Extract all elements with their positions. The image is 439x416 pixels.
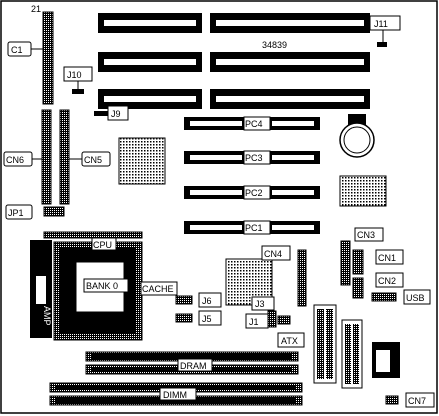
svg-text:J11: J11 (374, 19, 388, 29)
pci-slot-pc3: PC3 (184, 150, 320, 165)
jp1-jumper: JP1 (5, 204, 65, 220)
pin1-label: 21 (31, 4, 41, 14)
dimm-label: DIMM (163, 390, 187, 400)
cn4-header: CN4 (261, 245, 307, 307)
svg-text:J5: J5 (202, 314, 212, 324)
svg-text:ATX: ATX (281, 336, 298, 346)
pci-slot-pc2: PC2 (184, 185, 320, 200)
amp-label: AMP (42, 306, 52, 326)
j9-jumper: J9 (94, 105, 129, 121)
chipset-chip-right (339, 175, 387, 207)
part-number: 34839 (262, 40, 287, 50)
bank0-label: BANK 0 (86, 281, 118, 291)
dram-label: DRAM (180, 361, 207, 371)
cn6-header: CN6 (3, 109, 52, 205)
svg-text:USB: USB (406, 293, 425, 303)
cn2-header: CN2 (352, 272, 404, 299)
cn1-header: CN1 (352, 249, 404, 275)
j11-jumper: J11 (369, 15, 401, 47)
cpu-socket: CPU BANK 0 CACHE (43, 231, 178, 341)
j1-jumper: J1 (245, 313, 291, 329)
atx-power-connector: ATX (277, 304, 363, 389)
cn5-header: CN5 (59, 109, 111, 205)
svg-text:PC2: PC2 (245, 188, 263, 198)
pci-slot-pc4: PC4 (184, 116, 320, 131)
svg-text:CN2: CN2 (378, 276, 396, 286)
svg-text:CN7: CN7 (408, 396, 426, 406)
amp-module: AMP (30, 240, 52, 338)
cn3-header: CN3 (340, 227, 384, 286)
svg-text:PC1: PC1 (245, 223, 263, 233)
cache-label: CACHE (142, 284, 174, 294)
usb-header: USB (371, 289, 431, 305)
j10-jumper: J10 (63, 66, 93, 94)
c1-header: 21 C1 (7, 4, 54, 105)
svg-text:PC3: PC3 (245, 153, 263, 163)
svg-text:J1: J1 (249, 317, 259, 327)
j3-jumper: J3 (251, 296, 277, 328)
svg-text:J3: J3 (255, 299, 265, 309)
dram-slots: DRAM (85, 351, 299, 375)
svg-text:CN3: CN3 (357, 230, 375, 240)
battery (339, 114, 375, 158)
chipset-chip-left (118, 137, 166, 185)
isa-slots-right (210, 13, 370, 109)
cn7-connector: CN7 (385, 392, 435, 408)
svg-text:J10: J10 (67, 70, 82, 80)
isa-slots-left (98, 13, 202, 109)
rear-connector (372, 342, 400, 378)
svg-text:JP1: JP1 (8, 208, 24, 218)
svg-text:PC4: PC4 (245, 119, 263, 129)
dimm-slots: DIMM (49, 382, 303, 406)
svg-text:J6: J6 (202, 296, 212, 306)
svg-text:CN1: CN1 (378, 253, 396, 263)
pci-slot-pc1: PC1 (184, 220, 320, 235)
svg-text:CN5: CN5 (84, 155, 102, 165)
j6-jumper: J6 (175, 292, 222, 308)
svg-text:CN4: CN4 (264, 249, 282, 259)
cpu-label: CPU (93, 240, 112, 250)
j5-jumper: J5 (175, 310, 222, 326)
svg-text:C1: C1 (11, 45, 23, 55)
svg-text:J9: J9 (111, 109, 121, 119)
svg-text:CN6: CN6 (6, 155, 24, 165)
